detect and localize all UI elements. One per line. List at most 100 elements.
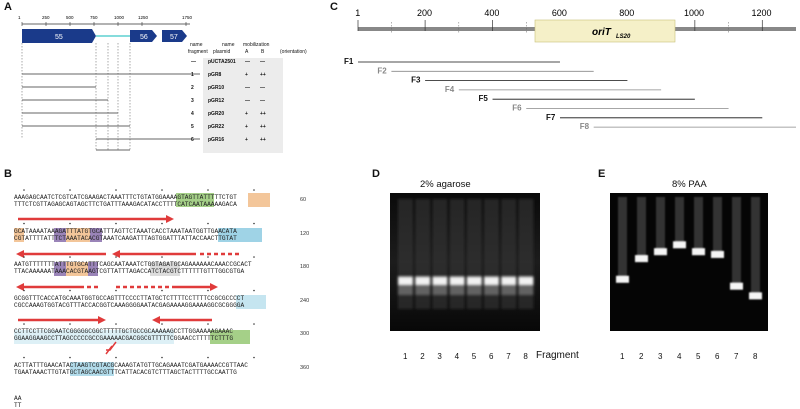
fragment-number: 2 [191,85,194,91]
orit-ruler-tick: 800 [619,8,634,18]
fragment-number: 3 [191,98,194,104]
gel-band [484,276,499,285]
sequence-bottom-strand: GGAAGGAAGCCTTAGCCCCCGCCGAAAAACGACGGCGTTT… [14,335,234,342]
agarose-lane-number: 1 [403,352,408,361]
paa-lane-number: 3 [658,352,663,361]
panel-b-annotations [14,189,270,376]
paa-title: 8% PAA [672,179,707,190]
mobilization-a: + [245,137,248,143]
orit-ruler-tick: 1000 [684,8,704,18]
agarose-lane-number: 7 [506,352,511,361]
mobilization-a: + [245,111,248,117]
gel-band [616,275,629,283]
mobilization-a: — [245,98,250,104]
fragment-number: — [191,59,196,65]
orit-ruler-tick: 1200 [751,8,771,18]
gene-arrow-57 [162,30,187,42]
orit-label: oriT [592,27,612,38]
fragment-label: F1 [344,57,354,66]
sequence-bottom-strand: TTTCTCGTTAGAGCAGTAGCTTCTGATTTAAAGACATACC… [14,201,237,208]
fragment-axis-label: Fragment [536,350,579,361]
plasmid-name: pGR20 [208,111,225,117]
fragment-label: F4 [445,85,455,94]
agarose-gel [390,193,540,331]
fragment-number: 4 [191,111,194,117]
gene-arrow-56 [130,30,157,42]
lane-smear [751,197,760,297]
orit-ruler-tick: 400 [484,8,499,18]
gel-band [518,276,534,285]
gel-band [432,276,448,285]
sequence-top-strand: ACTTATTTGAACATACTAAGTCGTACGCAAAGTATGTTGC… [14,361,248,369]
panel-letter-e: E [598,168,606,180]
paa-lane-number: 1 [620,352,625,361]
fragment-label: F2 [377,66,387,75]
fragment-label: F8 [580,122,590,131]
gene-label-56: 56 [140,34,148,41]
mobilization-b: ++ [260,124,266,130]
orit-ruler-tick: 600 [552,8,567,18]
fragment-label: F3 [411,76,421,85]
ruler-tick-label: 500 [66,15,74,20]
fragment-number: 5 [191,124,194,130]
panel-letter-d: D [372,168,380,180]
sequence-bottom-strand: CGTATTTTATTTCTAAATACACGTAAATCAAGATTTAGTG… [14,234,237,242]
mobilization-b: ++ [260,111,266,117]
sequence-position: 360 [300,364,310,371]
ruler-tick-label: 250 [42,15,50,20]
gel-band [654,248,667,256]
lane-smear [694,197,703,253]
sequence-position: 240 [300,297,310,304]
sequence-position: 300 [300,331,310,337]
fragment-number: 1 [191,72,194,78]
gene-label-57: 57 [170,34,178,41]
paa-lane-number: 7 [734,352,739,361]
panel-letter-a: A [4,1,12,13]
gel-band [730,282,743,290]
sequence-position: 120 [300,230,310,237]
gel-band [711,250,724,258]
ruler-tick-label: 1000 [114,15,125,20]
mobilization-b: ++ [260,72,266,78]
paa-lane-number: 6 [715,352,720,361]
agarose-lane-number: 3 [437,352,442,361]
gel-band [673,241,686,249]
gel-band [398,276,413,285]
ruler-tick-label: 1 [18,15,21,20]
sequence-position: 60 [300,197,307,203]
gel-band [749,292,762,300]
mobilization-b: — [260,59,265,65]
ruler-tick-label: 750 [90,15,98,20]
paa-lane-number: 2 [639,352,644,361]
plasmid-name: pGR8 [208,72,222,78]
plasmid-name: pGR16 [208,137,225,143]
sequence-top-strand: AA [14,395,22,402]
mobilization-a: — [245,85,250,91]
plasmid-name: pGR10 [208,85,225,91]
gel-band [501,276,517,285]
ruler-tick-label: 1750 [182,15,193,20]
agarose-lane-number: 8 [523,352,528,361]
mobilization-b: — [260,85,265,91]
agarose-lane-number: 2 [420,352,425,361]
fragment-label: F5 [479,94,489,103]
paa-gel [610,193,768,331]
fragment-number: 6 [191,137,194,143]
paa-lane-number: 8 [753,352,758,361]
agarose-title: 2% agarose [420,179,471,190]
orit-box [534,19,676,43]
sequence-bottom-strand: CGCCAAAGTGGTACGTTTACCACGGTCAAAGGGGAATACG… [14,301,245,309]
sequence-top-strand: AAAGAGCAATCTCGTCATCGAAGACTAAATTTCTGTATGG… [14,194,237,201]
sequence-bottom-strand: TGAATAAACTTGTATGCTAGCAACGTTTCATTACACGTCT… [14,368,237,376]
plasmid-name: pGR22 [208,124,225,130]
gel-band [635,255,648,263]
sequence-top-strand: GCGGTTTCACCATGCAAATGGTGCCAGTTTCCCCTTATGC… [14,294,245,302]
sequence-top-strand: CCTTCCTTCGGAATCGGGGGCGGCTTTTTGCTGCCGCAAA… [14,328,234,335]
lane-smear [675,197,684,246]
panel-letter-c: C [330,1,338,13]
gel-band [692,248,705,256]
lane-smear [732,197,741,287]
mobilization-b: ++ [260,137,266,143]
